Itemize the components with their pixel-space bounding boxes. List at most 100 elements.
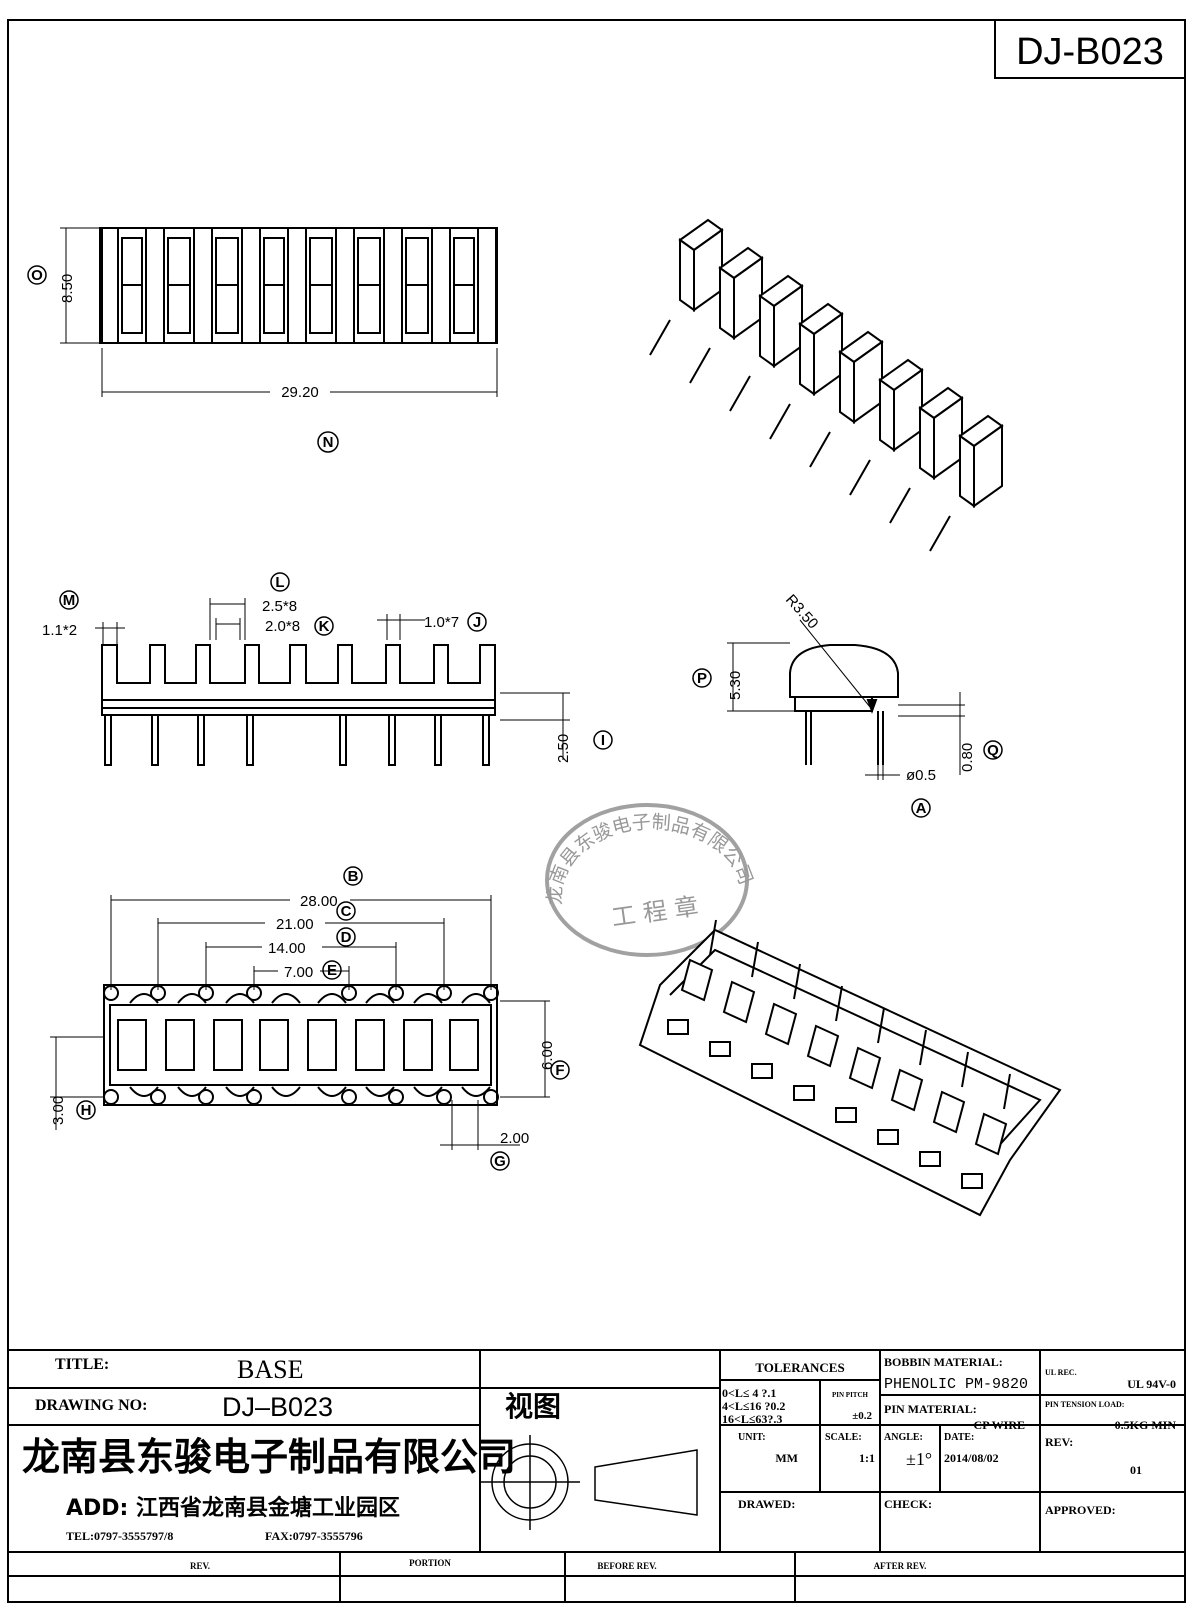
bottom-pad-bottom bbox=[271, 1086, 301, 1097]
front-end-rib-label: M bbox=[63, 592, 76, 609]
bottom-pin-bottom bbox=[483, 1089, 499, 1105]
title-value: BASE bbox=[237, 1355, 303, 1384]
rev-footer-portion: PORTION bbox=[409, 1558, 451, 1568]
bottom-pad-bottom bbox=[317, 1086, 347, 1097]
front-pin bbox=[104, 714, 112, 766]
iso-bottom-pin bbox=[919, 1029, 927, 1066]
bottom-view bbox=[103, 984, 499, 1106]
iso-bottom-window bbox=[974, 1112, 1008, 1156]
company-name: 龙南县东骏电子制品有限公司 bbox=[22, 1435, 516, 1479]
front-slot-width-dim: 2.5*8 bbox=[262, 598, 297, 615]
bottom-pad-bottom bbox=[413, 1086, 443, 1097]
front-pin bbox=[482, 714, 490, 766]
front-pin bbox=[197, 714, 205, 766]
title-block-grid bbox=[8, 1349, 1185, 1602]
rev-value: 01 bbox=[1130, 1463, 1142, 1477]
bottom-dim-d-label: D bbox=[341, 929, 352, 946]
side-standoff-label: Q bbox=[987, 742, 999, 759]
bottom-pad-top bbox=[225, 993, 255, 1004]
top-height-marker bbox=[27, 265, 47, 285]
front-slot-inner-dim: 2.0*8 bbox=[265, 618, 300, 635]
iso-bottom-window bbox=[848, 1046, 882, 1090]
iso-bottom-foot bbox=[919, 1151, 941, 1167]
iso-top-pin bbox=[729, 375, 751, 412]
bottom-window bbox=[355, 1019, 385, 1071]
bottom-window bbox=[307, 1019, 337, 1071]
iso-bottom-pin bbox=[1003, 1073, 1011, 1110]
bottom-pad-top bbox=[461, 993, 491, 1004]
bottom-offset-label: H bbox=[81, 1102, 92, 1119]
rev-footer-before: BEFORE REV. bbox=[597, 1561, 656, 1571]
front-end-rib-dim: 1.1*2 bbox=[42, 622, 77, 639]
bottom-dim-c: 21.00 bbox=[276, 916, 314, 933]
top-height-dim: 8.50 bbox=[59, 274, 76, 303]
bottom-offset-marker bbox=[76, 1100, 96, 1120]
side-standoff-marker bbox=[983, 740, 1003, 760]
bottom-pad-bottom bbox=[461, 1086, 491, 1097]
bottom-window bbox=[449, 1019, 479, 1071]
iso-top-rib-face bbox=[973, 424, 1003, 508]
top-rib bbox=[287, 227, 307, 344]
top-rib bbox=[241, 227, 261, 344]
iso-top-rib-side bbox=[839, 350, 855, 424]
iso-bottom-window bbox=[806, 1024, 840, 1068]
iso-bottom-window bbox=[890, 1068, 924, 1112]
iso-top-pin bbox=[649, 319, 671, 356]
bottom-row-spacing-label: F bbox=[555, 1062, 564, 1079]
top-view bbox=[99, 227, 498, 344]
bottom-pin-bottom bbox=[198, 1089, 214, 1105]
bottom-dim-b-marker bbox=[343, 866, 363, 886]
side-view-dims bbox=[727, 619, 965, 780]
iso-top-rib-side bbox=[719, 266, 735, 340]
bottom-inner-outline bbox=[109, 1004, 492, 1086]
bottom-row-spacing-marker bbox=[550, 1060, 570, 1080]
bottom-body-outline bbox=[103, 984, 498, 1106]
iso-top-rib-side bbox=[799, 322, 815, 396]
bottom-pin-bottom bbox=[341, 1089, 357, 1105]
top-rib bbox=[193, 227, 213, 344]
iso-bottom-foot bbox=[835, 1107, 857, 1123]
bottom-offset-dim: 3.00 bbox=[50, 1096, 67, 1125]
bottom-pin-bottom bbox=[150, 1089, 166, 1105]
front-pin bbox=[339, 714, 347, 766]
iso-bottom-foot bbox=[709, 1041, 731, 1057]
bobbin-material-value: PHENOLIC PM-9820 bbox=[884, 1376, 1028, 1393]
iso-bottom-foot bbox=[961, 1173, 983, 1189]
front-pin bbox=[434, 714, 442, 766]
front-pin-length-marker bbox=[593, 730, 613, 750]
drawing-no-value: DJ–B023 bbox=[222, 1392, 333, 1422]
iso-top-pin bbox=[929, 515, 951, 552]
side-height-marker bbox=[692, 668, 712, 688]
top-height-marker-label: O bbox=[31, 267, 43, 284]
iso-bottom-foot bbox=[877, 1129, 899, 1145]
company-fax: FAX:0797-3555796 bbox=[265, 1529, 363, 1543]
bottom-dim-c-label: C bbox=[341, 903, 352, 920]
side-height-dim: 5.30 bbox=[727, 671, 744, 700]
title-label: TITLE: bbox=[55, 1356, 109, 1373]
bottom-window bbox=[117, 1019, 147, 1071]
top-rib bbox=[99, 227, 119, 344]
iso-bottom-window bbox=[722, 980, 756, 1024]
bottom-pad-bottom bbox=[177, 1086, 207, 1097]
front-view bbox=[101, 644, 496, 766]
front-pin bbox=[151, 714, 159, 766]
tol-row-2: 4<L≤16 ?0.2 bbox=[722, 1399, 785, 1413]
top-view-label: N bbox=[323, 434, 334, 451]
bottom-pad-top bbox=[317, 993, 347, 1004]
front-pin-length-dim: 2.50 bbox=[555, 734, 572, 763]
top-rib bbox=[145, 227, 165, 344]
top-rib bbox=[431, 227, 451, 344]
top-length-dim: 29.20 bbox=[281, 384, 319, 401]
drawing-border bbox=[7, 19, 1186, 1603]
iso-bottom-window bbox=[764, 1002, 798, 1046]
iso-top-pin bbox=[769, 403, 791, 440]
front-rib-dim: 1.0*7 bbox=[424, 614, 459, 631]
bottom-pitch-dim: 2.00 bbox=[500, 1130, 529, 1147]
pin-pitch-value: ±0.2 bbox=[852, 1410, 872, 1422]
drawed-label: DRAWED: bbox=[738, 1497, 795, 1511]
bottom-dim-d-marker bbox=[336, 927, 356, 947]
drawing-id-box bbox=[994, 19, 1186, 79]
bottom-pad-top bbox=[413, 993, 443, 1004]
front-rib-marker bbox=[467, 612, 487, 632]
